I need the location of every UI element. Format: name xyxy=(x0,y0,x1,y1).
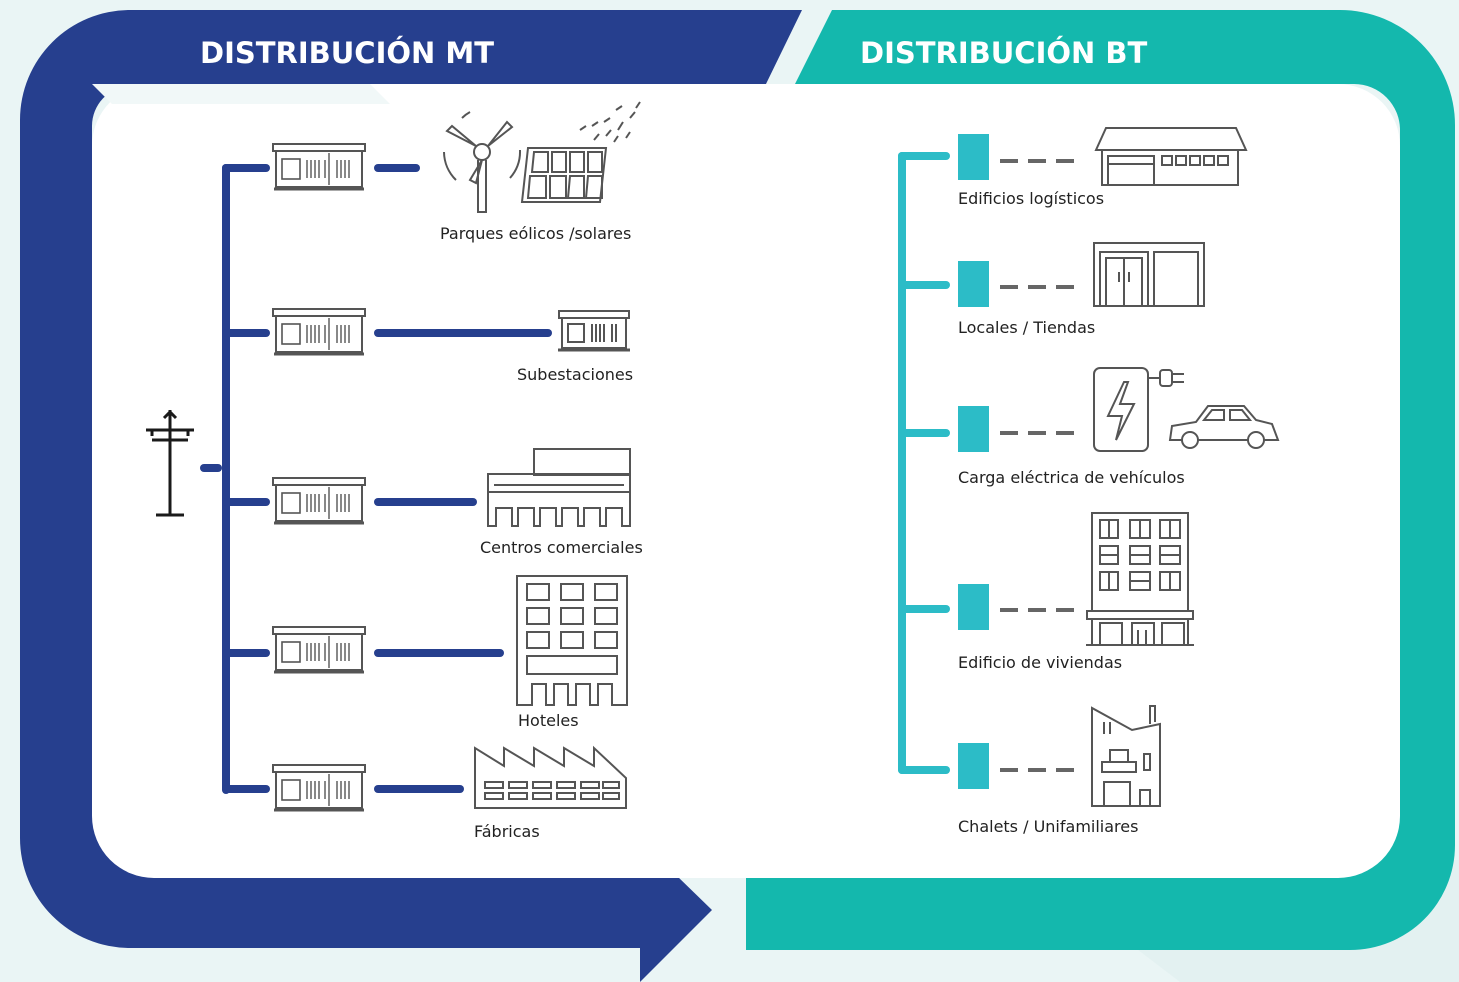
transformer-icon xyxy=(271,763,367,812)
bt-branch-label: Carga eléctrica de vehículos xyxy=(958,468,1185,487)
mt-branch-label: Parques eólicos /solares xyxy=(440,224,631,243)
shop-icon xyxy=(1093,242,1205,307)
shopping-center-icon xyxy=(487,448,631,527)
ev-charging-icon xyxy=(1093,367,1280,452)
bt-lines xyxy=(898,152,950,774)
mt-title: DISTRIBUCIÓN MT xyxy=(200,36,494,70)
bt-title: DISTRIBUCIÓN BT xyxy=(860,36,1147,70)
mt-branch-lines xyxy=(222,164,552,793)
wind-solar-icon xyxy=(443,101,641,213)
mt-branch-label: Centros comerciales xyxy=(480,538,643,557)
panel-corner-shade xyxy=(92,84,390,104)
bt-branch-label: Chalets / Unifamiliares xyxy=(958,817,1138,836)
transformer-icon xyxy=(271,142,367,191)
mt-arrow-band xyxy=(20,10,802,982)
bt-branch-label: Locales / Tiendas xyxy=(958,318,1095,337)
power-tower-icon xyxy=(146,409,194,517)
mt-branch-label: Subestaciones xyxy=(517,365,633,384)
transformer-icon xyxy=(271,476,367,525)
hotel-icon xyxy=(516,575,628,706)
mt-branch-label: Fábricas xyxy=(474,822,540,841)
mt-branch-label: Hoteles xyxy=(518,711,579,730)
substation-icon xyxy=(558,310,630,352)
bt-dashed-links xyxy=(1000,159,1080,772)
warehouse-icon xyxy=(1094,127,1248,186)
apartment-building-icon xyxy=(1086,512,1194,646)
bt-meters xyxy=(958,134,989,789)
house-icon xyxy=(1091,705,1161,807)
bt-branch-label: Edificio de viviendas xyxy=(958,653,1122,672)
transformer-icon xyxy=(271,625,367,674)
bt-branch-label: Edificios logísticos xyxy=(958,189,1104,208)
transformer-icon xyxy=(271,307,367,356)
factory-icon xyxy=(474,745,627,809)
